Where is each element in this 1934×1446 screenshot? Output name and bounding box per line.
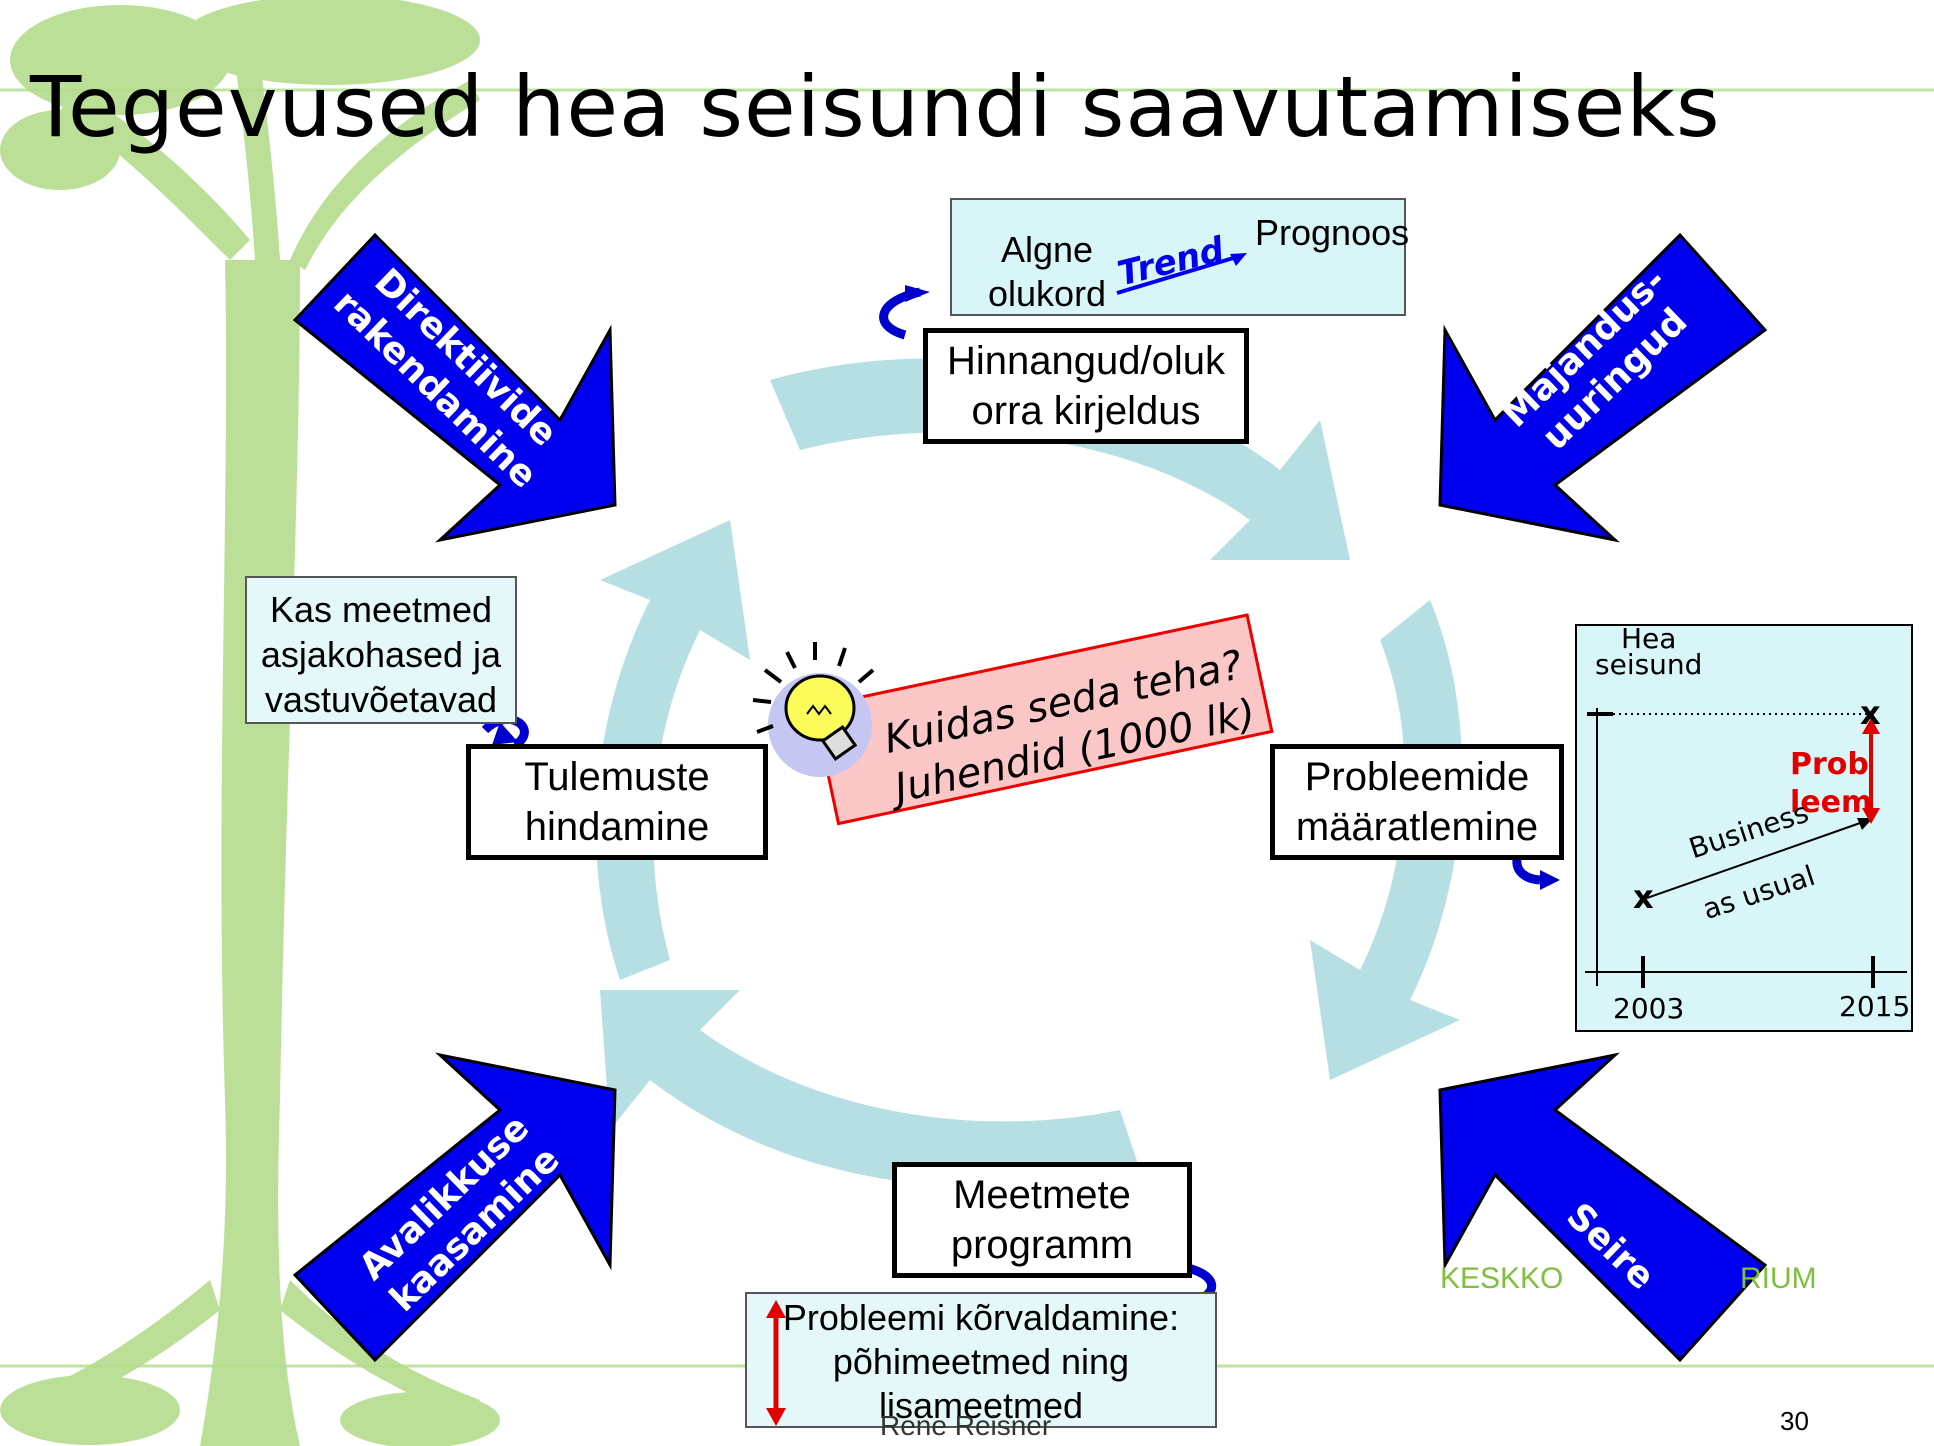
good-status-line-2: seisund [1595, 648, 1703, 681]
problem-label: Prob leem [1790, 746, 1872, 822]
evaluation-line-2: hindamine [524, 805, 710, 849]
mini-chart: Hea seisund x x Prob leem Business as us… [1575, 624, 1913, 1032]
tree-illustration [0, 0, 500, 1446]
problems-line-2: määratlemine [1295, 805, 1539, 849]
problem-line-2: leem [1790, 785, 1873, 820]
ministry-watermark-left: KESKKO [1440, 1262, 1564, 1295]
double-arrow-icon [766, 1300, 786, 1426]
initial-state-label: Algne olukord [988, 228, 1106, 316]
connector-assessment [879, 287, 921, 340]
measures-box: Meetmete programm [892, 1162, 1192, 1278]
measures-line-1: Meetmete [953, 1173, 1131, 1217]
year-end-label: 2015 [1839, 990, 1911, 1023]
measures-note-line-2: põhimeetmed ning [832, 1341, 1130, 1382]
initial-state-line-2: olukord [988, 273, 1107, 314]
arrow-economic [1438, 232, 1768, 543]
initial-state-line-1: Algne [1001, 229, 1094, 270]
evaluation-note-line-3: vastuvõetavad [264, 679, 498, 720]
cycle-graphic [596, 358, 1463, 1188]
evaluation-note-line-2: asjakohased ja [260, 634, 502, 675]
page-title: Tegevused hea seisundi saavutamiseks [30, 58, 1721, 156]
start-mark: x [1633, 878, 1654, 916]
measures-note-line-3: lisameetmed [878, 1385, 1084, 1426]
trend-arrow [1116, 253, 1247, 295]
arrow-public [292, 1052, 617, 1363]
end-mark-top: x [1860, 694, 1881, 732]
ministry-watermark-right: RIUM [1740, 1262, 1817, 1295]
evaluation-box: Tulemuste hindamine [466, 744, 768, 860]
measures-note-line-1: Probleemi kõrvaldamine: [782, 1297, 1180, 1338]
assessment-line-1: Hinnangud/oluk [947, 339, 1225, 383]
year-start-label: 2003 [1613, 992, 1685, 1025]
assessment-box: Hinnangud/oluk orra kirjeldus [923, 328, 1249, 444]
assessment-line-2: orra kirjeldus [971, 389, 1201, 433]
good-status-label: Hea seisund [1595, 622, 1703, 681]
measures-line-2: programm [950, 1223, 1134, 1267]
forecast-label: Prognoos [1255, 212, 1410, 253]
problems-line-1: Probleemide [1304, 755, 1530, 799]
trend-box: Algne olukord Trend Prognoos [950, 198, 1410, 316]
problem-line-1: Prob [1790, 747, 1869, 782]
good-status-line-1: Hea [1621, 622, 1677, 655]
page-number: 30 [1780, 1406, 1809, 1436]
problems-box: Probleemide määratlemine [1270, 744, 1564, 860]
evaluation-note-line-1: Kas meetmed [269, 589, 493, 630]
lightbulb-icon [752, 642, 875, 777]
evaluation-note: Kas meetmed asjakohased ja vastuvõetavad [245, 576, 517, 724]
arrow-monitoring [1438, 1052, 1768, 1363]
footer-author: Rene Reisner [880, 1410, 1052, 1441]
mini-chart-lines [1585, 708, 1907, 988]
evaluation-line-1: Tulemuste [524, 755, 710, 799]
arrow-directives [292, 232, 617, 543]
measures-note: Probleemi kõrvaldamine: põhimeetmed ning… [745, 1292, 1217, 1428]
